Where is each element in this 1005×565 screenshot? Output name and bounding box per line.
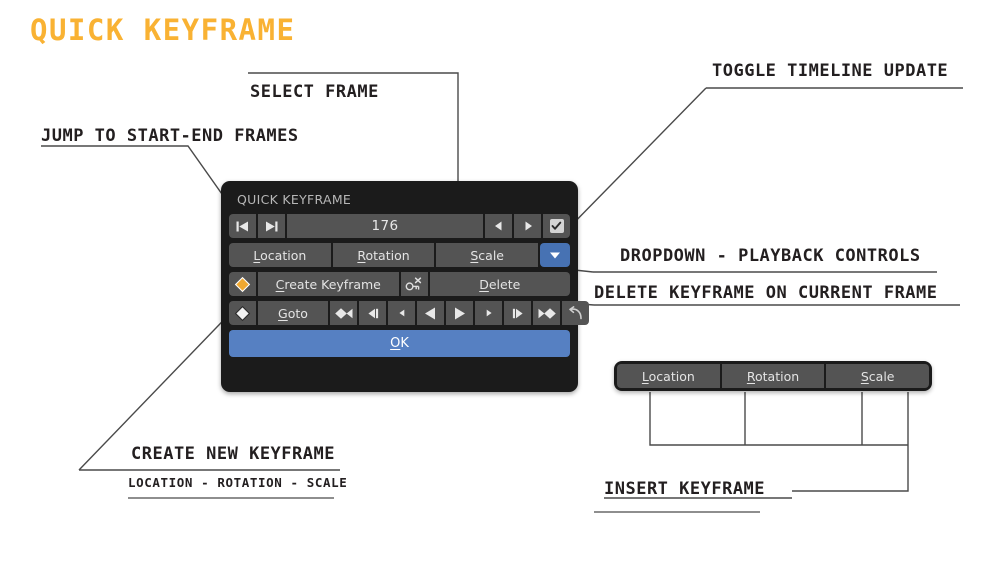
play-reverse-small-icon[interactable] xyxy=(388,301,415,325)
playback-controls-dropdown[interactable] xyxy=(540,243,571,267)
chevron-down-icon xyxy=(549,251,561,260)
step-back-icon[interactable] xyxy=(485,214,512,238)
location-button[interactable]: Location xyxy=(229,243,331,267)
goto-button[interactable]: Goto xyxy=(258,301,328,325)
ok-button[interactable]: OK xyxy=(229,330,570,357)
loop-playback-icon[interactable] xyxy=(562,301,589,325)
step-back-frame-icon[interactable] xyxy=(359,301,386,325)
scale-button[interactable]: Scale xyxy=(436,243,539,267)
lrs-scale-button[interactable]: Scale xyxy=(826,364,930,388)
delete-keyframe-button[interactable]: Delete xyxy=(429,272,570,296)
lrs-button-row: Location Rotation Scale xyxy=(617,364,930,388)
goto-playback-row: Goto xyxy=(229,301,589,325)
annotation-delete-keyframe: DELETE KEYFRAME ON CURRENT FRAME xyxy=(594,283,938,303)
step-forward-frame-icon[interactable] xyxy=(504,301,531,325)
annotation-select-frame: SELECT FRAME xyxy=(250,82,379,102)
transform-channel-row: Location Rotation Scale xyxy=(229,243,571,267)
key-delete-icon[interactable] xyxy=(400,272,428,296)
keyframe-action-row: Create Keyframe Delete xyxy=(229,272,570,296)
dialog-title: QUICK KEYFRAME xyxy=(237,192,352,207)
insert-keyframe-panel: Location Rotation Scale xyxy=(614,361,932,391)
annotation-create-new-keyframe: CREATE NEW KEYFRAME xyxy=(131,444,335,464)
annotation-toggle-timeline-update: TOGGLE TIMELINE UPDATE xyxy=(712,61,949,81)
play-forward-small-icon[interactable] xyxy=(475,301,502,325)
timeline-update-toggle[interactable] xyxy=(543,214,570,238)
keyframe-diamond-outline-icon[interactable] xyxy=(229,301,256,325)
checkbox-checked-icon xyxy=(549,219,564,233)
play-forward-icon[interactable] xyxy=(446,301,473,325)
jump-to-prev-keyframe-icon[interactable] xyxy=(330,301,357,325)
step-forward-icon[interactable] xyxy=(514,214,541,238)
jump-to-end-icon[interactable] xyxy=(258,214,285,238)
page-title: QUICK KEYFRAME xyxy=(30,13,296,47)
rotation-button[interactable]: Rotation xyxy=(332,243,435,267)
annotation-insert-keyframe: INSERT KEYFRAME xyxy=(604,479,766,499)
annotation-create-new-keyframe-sub: LOCATION - ROTATION - SCALE xyxy=(128,475,348,490)
lrs-location-button[interactable]: Location xyxy=(617,364,720,388)
play-reverse-icon[interactable] xyxy=(417,301,444,325)
jump-to-start-icon[interactable] xyxy=(229,214,256,238)
create-keyframe-button[interactable]: Create Keyframe xyxy=(258,272,399,296)
current-frame-field[interactable]: 176 xyxy=(287,214,483,238)
frame-navigation-row: 176 xyxy=(229,214,570,238)
keyframe-diamond-icon[interactable] xyxy=(229,272,256,296)
lrs-rotation-button[interactable]: Rotation xyxy=(721,364,825,388)
jump-to-next-keyframe-icon[interactable] xyxy=(533,301,560,325)
annotation-jump-start-end: JUMP TO START-END FRAMES xyxy=(41,126,299,146)
annotation-dropdown-playback-controls: DROPDOWN - PLAYBACK CONTROLS xyxy=(620,246,921,266)
quick-keyframe-dialog: QUICK KEYFRAME 176 xyxy=(221,181,589,392)
